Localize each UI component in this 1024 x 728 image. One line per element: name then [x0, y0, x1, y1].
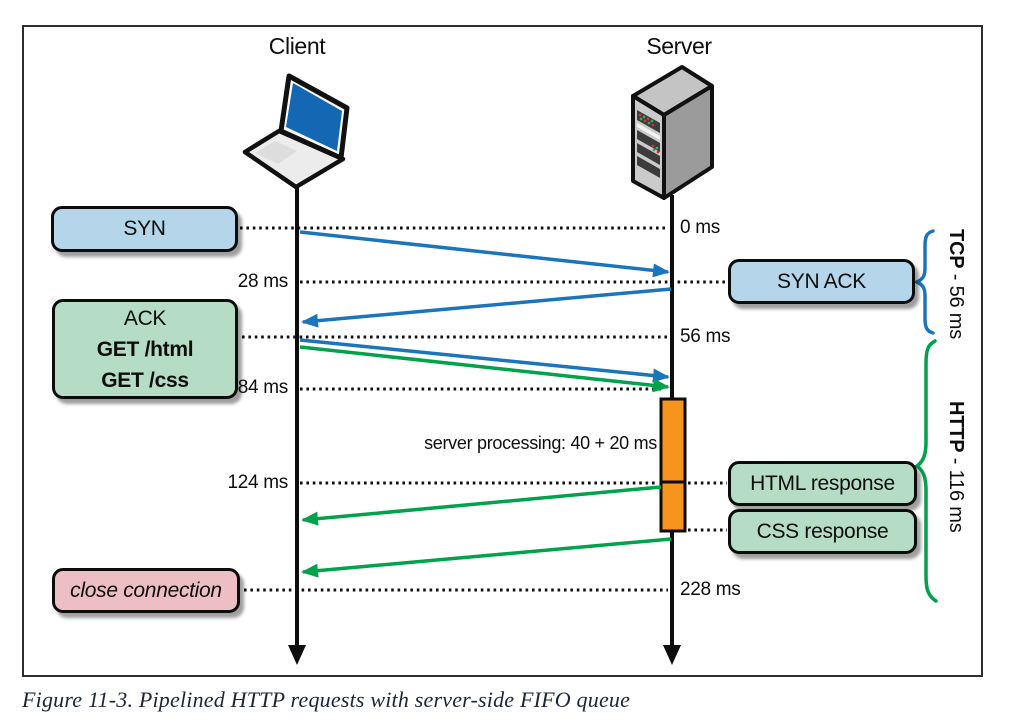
ack-get-message-box: ACK GET /html GET /css — [52, 299, 238, 399]
html-response-arrow — [301, 485, 662, 526]
html-response-label: HTML response — [750, 471, 895, 495]
http-brace — [913, 339, 938, 603]
figure-caption: Figure 11-3. Pipelined HTTP requests wit… — [22, 687, 631, 712]
timestamp-56ms: 56 ms — [680, 326, 731, 347]
server-processing-annotation: server processing: 40 + 20 ms — [424, 433, 657, 453]
message-arrows — [299, 230, 672, 578]
css-response-box: CSS response — [728, 509, 917, 554]
timestamp-124ms: 124 ms — [227, 472, 288, 493]
diagram-border — [22, 25, 983, 677]
close-connection-label: close connection — [70, 578, 222, 602]
server-led-lights — [638, 113, 660, 154]
syn-ack-message-box: SYN ACK — [728, 259, 915, 304]
css-response-arrow — [301, 537, 672, 578]
ack-arrow — [299, 338, 670, 383]
syn-arrow — [299, 230, 670, 278]
http-duration-value: - 116 ms — [945, 452, 967, 533]
timestamp-228ms: 228 ms — [680, 579, 741, 600]
close-connection-box: close connection — [52, 568, 240, 613]
server-label: Server — [646, 33, 712, 59]
syn-message-label: SYN — [123, 217, 166, 240]
syn-message-box: SYN — [51, 206, 238, 252]
get-css-message-label: GET /css — [101, 368, 189, 392]
timestamp-84ms: 84 ms — [237, 377, 289, 398]
get-requests-arrow — [299, 345, 670, 393]
http-protocol-name: HTTP — [945, 401, 967, 453]
tcp-brace — [913, 229, 935, 335]
tcp-protocol-name: TCP — [945, 229, 967, 269]
syn-ack-message-label: SYN ACK — [777, 269, 866, 293]
server-icon — [631, 65, 714, 200]
syn-ack-arrow — [301, 287, 672, 328]
timestamp-0ms: 0 ms — [680, 217, 720, 238]
server-processing-block — [659, 397, 687, 533]
html-response-box: HTML response — [728, 461, 917, 506]
laptop-icon — [242, 73, 350, 190]
tcp-duration-label: TCP - 56 ms — [939, 229, 967, 340]
tcp-duration-value: - 56 ms — [945, 268, 967, 340]
get-html-message-label: GET /html — [96, 337, 194, 361]
timestamp-28ms: 28 ms — [237, 271, 289, 292]
http-duration-label: HTTP - 116 ms — [939, 395, 967, 539]
client-timeline — [288, 185, 306, 665]
css-response-label: CSS response — [756, 519, 889, 543]
dotted-tie-lines — [240, 226, 727, 592]
client-label: Client — [268, 33, 326, 59]
ack-message-label: ACK — [123, 306, 167, 330]
